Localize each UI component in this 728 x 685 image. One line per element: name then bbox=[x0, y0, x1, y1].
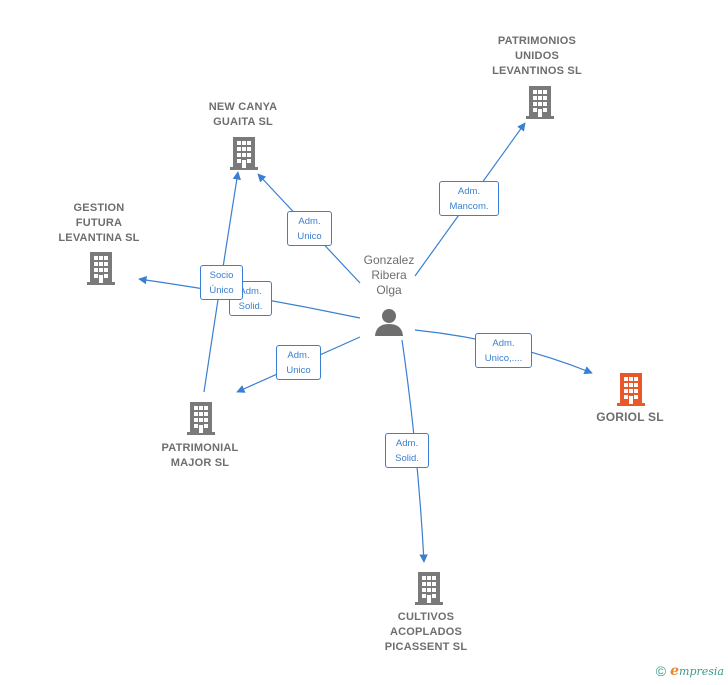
brand-logo: empresia bbox=[670, 663, 724, 679]
person-name[interactable]: Gonzalez Ribera Olga bbox=[363, 253, 415, 297]
building-icon[interactable] bbox=[187, 402, 215, 435]
company-label-gestion[interactable]: GESTION FUTURA LEVANTINA SL bbox=[58, 202, 140, 244]
edge-label-socio[interactable]: Socio Único bbox=[200, 265, 243, 300]
company-label-newcanya[interactable]: NEW CANYA GUAITA SL bbox=[208, 101, 278, 128]
edge-label-goriol[interactable]: Adm. Unico,.... bbox=[475, 333, 532, 368]
company-label-patrimonios[interactable]: PATRIMONIOS UNIDOS LEVANTINOS SL bbox=[492, 35, 582, 77]
building-icon[interactable] bbox=[415, 572, 443, 605]
person-icon[interactable] bbox=[375, 309, 403, 336]
edge-label-patrimonios[interactable]: Adm. Mancom. bbox=[439, 181, 499, 216]
edge-label-patrimonial[interactable]: Adm. Unico bbox=[276, 345, 321, 380]
brand-footer: © empresia bbox=[656, 663, 724, 679]
building-icon[interactable] bbox=[526, 86, 554, 119]
company-label-patrimonial[interactable]: PATRIMONIAL MAJOR SL bbox=[161, 442, 239, 469]
edge-label-newcanya[interactable]: Adm. Unico bbox=[287, 211, 332, 246]
copyright-icon: © bbox=[655, 663, 667, 679]
building-icon[interactable] bbox=[230, 137, 258, 170]
edge-label-cultivos[interactable]: Adm. Solid. bbox=[385, 433, 429, 468]
building-icon[interactable] bbox=[617, 373, 645, 406]
building-icon[interactable] bbox=[87, 252, 115, 285]
company-label-goriol[interactable]: GORIOL SL bbox=[596, 410, 664, 424]
company-label-cultivos[interactable]: CULTIVOS ACOPLADOS PICASSENT SL bbox=[384, 611, 468, 653]
